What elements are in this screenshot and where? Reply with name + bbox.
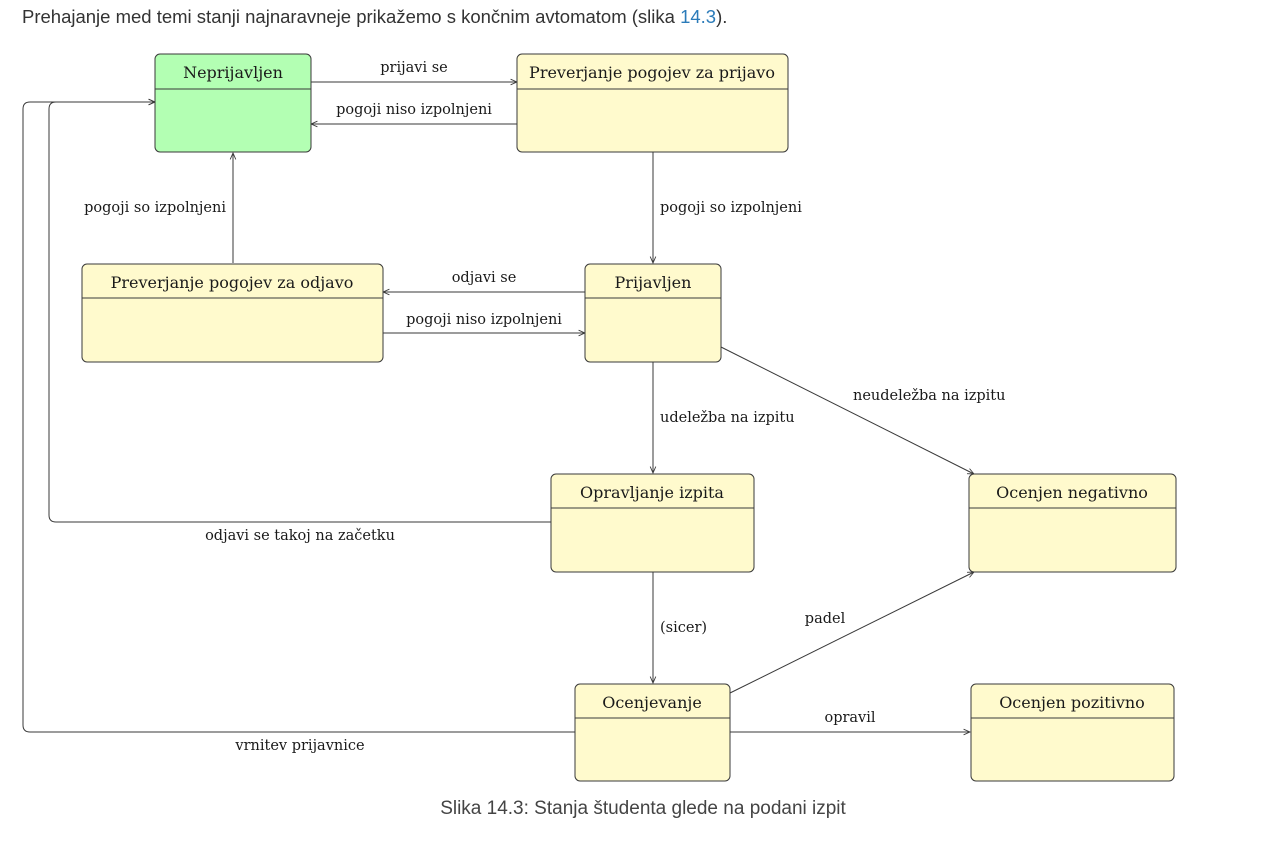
label-pogoji-so-2: pogoji so izpolnjeni: [660, 200, 802, 216]
state-ocenjevanje: Ocenjevanje: [574, 683, 731, 782]
transition-edges: [22, 82, 974, 733]
transition-labels: prijavi se pogoji niso izpolnjeni pogoji…: [84, 60, 1005, 754]
state-neprijavljen: Neprijavljen: [154, 53, 312, 153]
label-odjavi-takoj: odjavi se takoj na začetku: [205, 528, 395, 544]
state-title: Ocenjen pozitivno: [999, 693, 1145, 712]
state-title: Ocenjen negativno: [996, 483, 1148, 502]
label-pogoji-niso-1: pogoji niso izpolnjeni: [336, 102, 492, 118]
label-udelezba: udeležba na izpitu: [660, 410, 795, 426]
state-ocenjen-pozitivno: Ocenjen pozitivno: [970, 683, 1175, 782]
state-box: [968, 473, 1177, 573]
state-opravljanje-izpita: Opravljanje izpita: [550, 473, 755, 573]
label-prijavi-se: prijavi se: [380, 60, 447, 76]
state-title: Opravljanje izpita: [580, 483, 724, 502]
state-box: [81, 263, 384, 363]
intro-text-end: ).: [716, 6, 728, 27]
state-ocenjen-negativno: Ocenjen negativno: [968, 473, 1177, 573]
label-opravil: opravil: [824, 710, 875, 726]
state-box: [154, 53, 312, 153]
edge-padel: [729, 572, 974, 694]
state-title: Prijavljen: [615, 273, 692, 292]
state-title: Preverjanje pogojev za odjavo: [111, 273, 354, 292]
state-box: [584, 263, 722, 363]
label-vrnitev: vrnitev prijavnice: [234, 738, 364, 754]
state-preverjanje-odjava: Preverjanje pogojev za odjavo: [81, 263, 384, 363]
label-padel: padel: [805, 611, 846, 627]
label-pogoji-so-1: pogoji so izpolnjeni: [84, 200, 226, 216]
label-odjavi-se: odjavi se: [452, 270, 517, 286]
state-title: Preverjanje pogojev za prijavo: [529, 63, 775, 82]
state-title: Neprijavljen: [183, 63, 283, 82]
state-title: Ocenjevanje: [602, 693, 702, 712]
intro-text: Prehajanje med temi stanji najnaravneje …: [22, 6, 681, 27]
state-prijavljen: Prijavljen: [584, 263, 722, 363]
label-neudelezba: neudeležba na izpitu: [853, 388, 1005, 404]
edge-vrnitev: [22, 102, 575, 733]
figure-caption: Slika 14.3: Stanja študenta glede na pod…: [440, 798, 846, 819]
intro-paragraph: Prehajanje med temi stanji najnaravneje …: [22, 6, 727, 28]
edge-neudelezba: [720, 346, 974, 474]
label-sicer: (sicer): [660, 620, 707, 636]
figure-reference-link[interactable]: 14.3: [680, 6, 717, 27]
state-box: [516, 53, 789, 153]
label-pogoji-niso-2: pogoji niso izpolnjeni: [406, 312, 562, 328]
state-preverjanje-prijava: Preverjanje pogojev za prijavo: [516, 53, 789, 153]
state-box: [550, 473, 755, 573]
state-box: [970, 683, 1175, 782]
state-box: [574, 683, 731, 782]
